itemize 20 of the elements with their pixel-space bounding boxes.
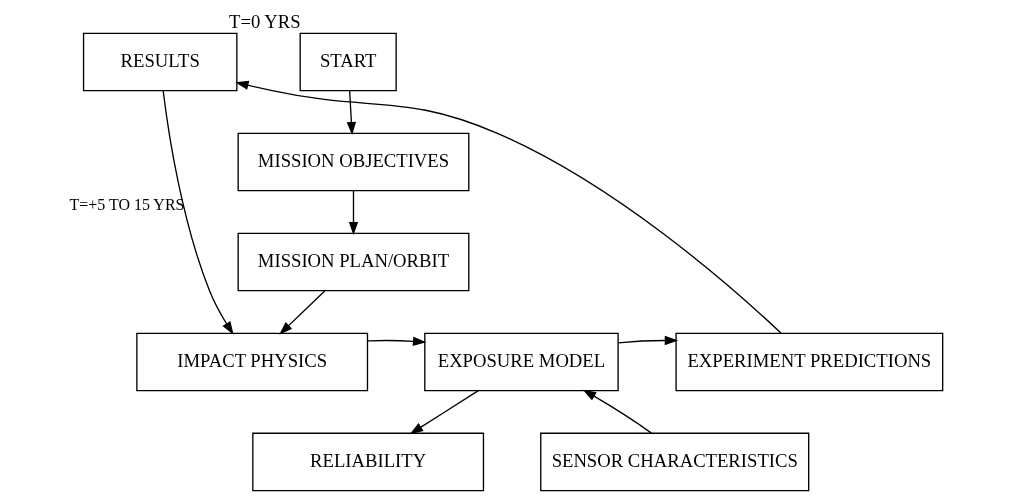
node-box: RELIABILITY: [252, 432, 485, 492]
node-box: RESULTS: [82, 32, 238, 92]
arrow: [235, 80, 782, 334]
arrow: [346, 90, 357, 136]
arrow: [582, 389, 653, 434]
node-box: EXPERIMENT PREDICTIONS: [675, 332, 944, 392]
arrow: [367, 336, 427, 346]
node-box: EXPOSURE MODEL: [424, 332, 619, 392]
arrow: [409, 390, 479, 435]
node-label: T=0 YRS: [229, 11, 301, 33]
node-box: MISSION OBJECTIVES: [237, 132, 470, 192]
edge-label: T=+5 TO 15 YRS: [69, 196, 185, 214]
node-box: MISSION PLAN/ORBIT: [237, 232, 470, 292]
node-box: IMPACT PHYSICS: [136, 332, 369, 392]
arrow: [348, 190, 359, 236]
arrow: [279, 290, 326, 335]
arrow: [162, 90, 234, 335]
node-box: SENSOR CHARACTERISTICS: [540, 432, 810, 492]
node-box: START: [299, 32, 397, 92]
arrow: [617, 335, 679, 346]
